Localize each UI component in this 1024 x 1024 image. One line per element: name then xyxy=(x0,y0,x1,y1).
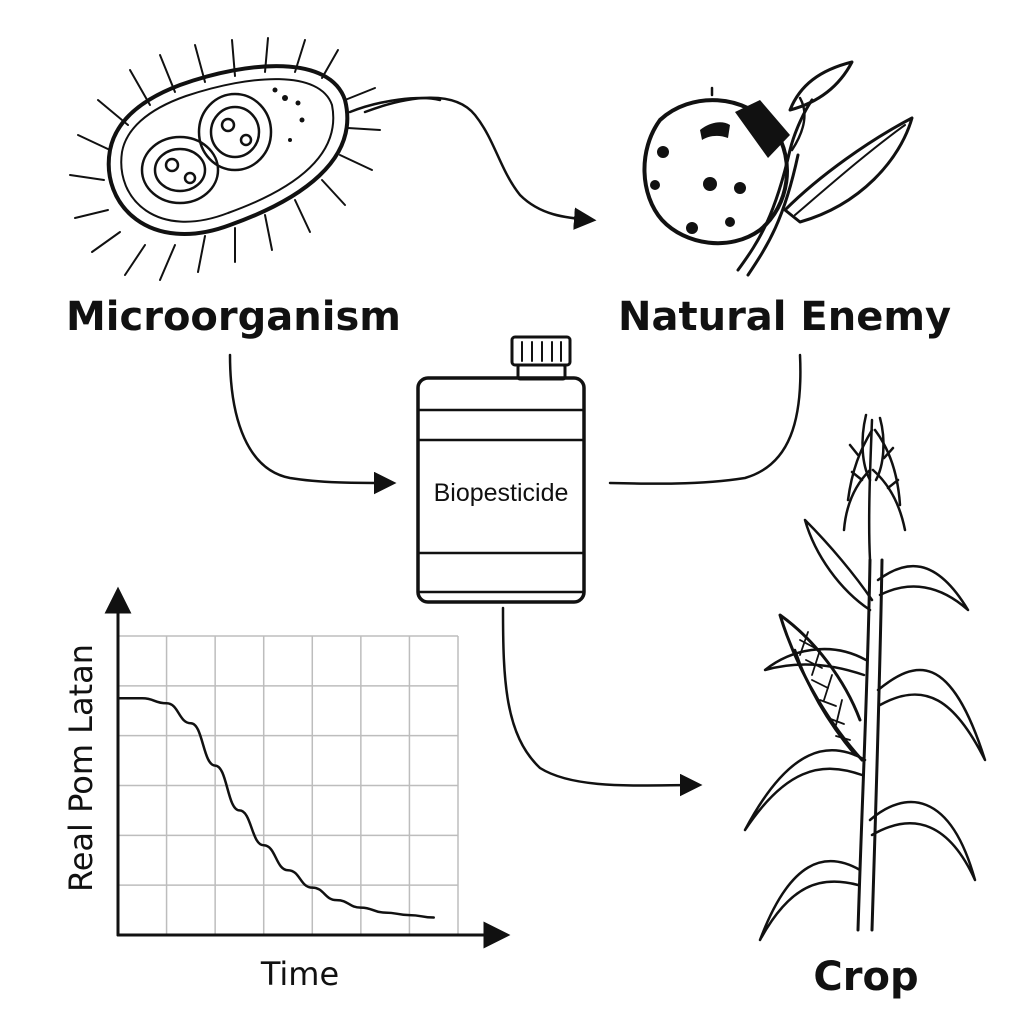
connector-natural-enemy-to-biopesticide xyxy=(608,353,802,485)
arrow-microorganism-to-biopesticide xyxy=(228,353,397,495)
microorganism-label: Microorganism xyxy=(66,294,401,340)
chart-grid xyxy=(117,635,459,936)
natural-enemy-label: Natural Enemy xyxy=(618,294,951,340)
arrow-biopesticide-to-crop xyxy=(501,606,703,797)
biopesticide-label: Biopesticide xyxy=(434,479,569,507)
biopesticide-bottle: Biopesticide xyxy=(416,335,586,604)
ladybug-illustration xyxy=(642,60,914,277)
arrow-microorganism-to-natural-enemy xyxy=(363,96,597,230)
x-axis-title: Time xyxy=(260,955,339,993)
corn-plant-illustration xyxy=(743,413,987,942)
y-axis-title: Real Pom Latan xyxy=(62,644,100,892)
decline-chart: Time Real Pom Latan xyxy=(62,586,511,993)
series-line xyxy=(116,697,435,919)
bacterium-illustration xyxy=(69,37,442,281)
crop-label: Crop xyxy=(813,954,918,1000)
